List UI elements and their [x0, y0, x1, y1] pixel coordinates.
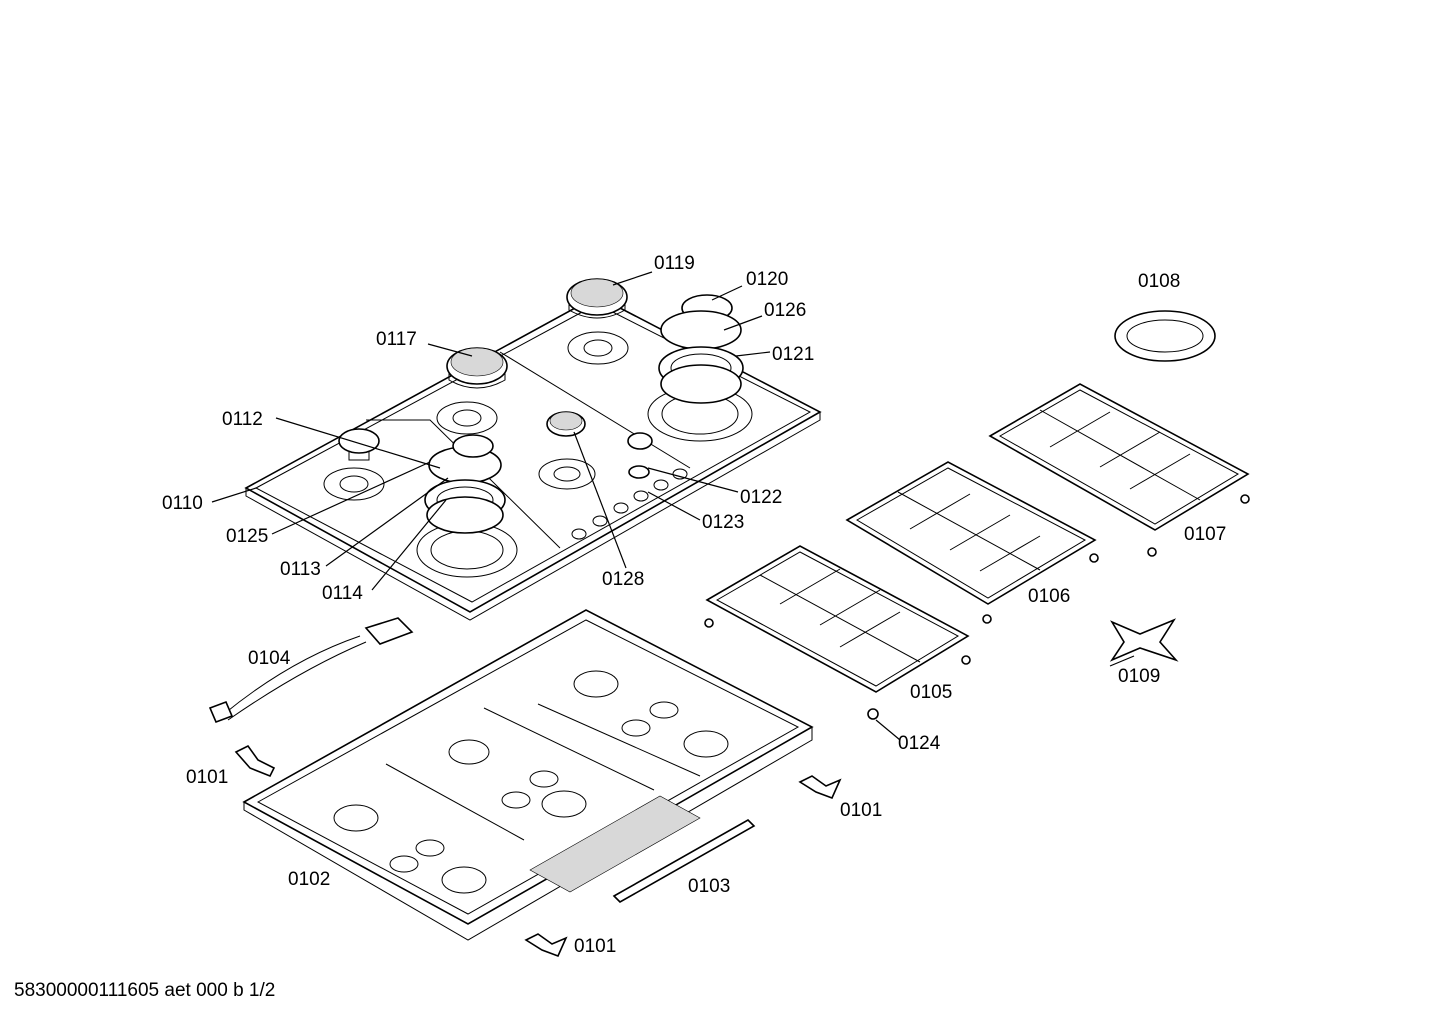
pan-support-0106: [845, 461, 1099, 624]
label-0101-right: 0101: [840, 800, 882, 821]
label-0105: 0105: [910, 682, 952, 703]
label-0101-bottom: 0101: [574, 936, 616, 957]
burner-cap-rear: [566, 278, 628, 319]
label-0101-left: 0101: [186, 767, 228, 788]
wok-ring-0108: [1114, 310, 1216, 362]
pan-support-0105: [704, 545, 971, 693]
label-0112: 0112: [222, 409, 263, 430]
label-0113: 0113: [280, 559, 321, 580]
label-0110: 0110: [162, 493, 203, 514]
mounting-clamp-left: [234, 744, 276, 778]
rubber-foot-0124: [867, 708, 879, 720]
simmer-plate-0109: [1109, 618, 1179, 662]
bottom-tray-0102: [242, 609, 814, 941]
label-0108: 0108: [1138, 271, 1180, 292]
part-labels: 0119 0120 0126 0121 0117 0112 0110 0125 …: [162, 253, 1226, 957]
label-0114: 0114: [322, 583, 363, 604]
mounting-clamp-right: [798, 775, 842, 800]
label-0104: 0104: [248, 648, 291, 669]
label-0122: 0122: [740, 487, 782, 508]
leader-lines: [211, 271, 1135, 741]
label-0102: 0102: [288, 869, 330, 890]
control-knob: [627, 432, 653, 479]
mounting-clamp-bottom: [524, 933, 568, 958]
wok-burner-right: [658, 294, 744, 404]
power-cord-0104: [208, 617, 414, 724]
hob-top-plate: [244, 295, 822, 621]
label-0123: 0123: [702, 512, 744, 533]
label-0117: 0117: [376, 329, 417, 350]
seal-strip-0103: [612, 819, 756, 903]
document-id-footer: 58300000111605 aet 000 b 1/2: [14, 980, 276, 1001]
label-0128: 0128: [602, 569, 644, 590]
label-0121: 0121: [772, 344, 814, 365]
burner-cap-aux: [546, 411, 586, 437]
label-0120: 0120: [746, 269, 788, 290]
burner-cap-small: [338, 428, 380, 461]
pan-support-0107: [988, 383, 1250, 557]
label-0109: 0109: [1118, 666, 1160, 687]
label-0125: 0125: [226, 526, 268, 547]
label-0107: 0107: [1184, 524, 1226, 545]
label-0103: 0103: [688, 876, 730, 897]
burner-cap-medium: [446, 347, 508, 389]
label-0119: 0119: [654, 253, 695, 274]
label-0106: 0106: [1028, 586, 1070, 607]
label-0126: 0126: [764, 300, 806, 321]
label-0124: 0124: [898, 733, 941, 754]
